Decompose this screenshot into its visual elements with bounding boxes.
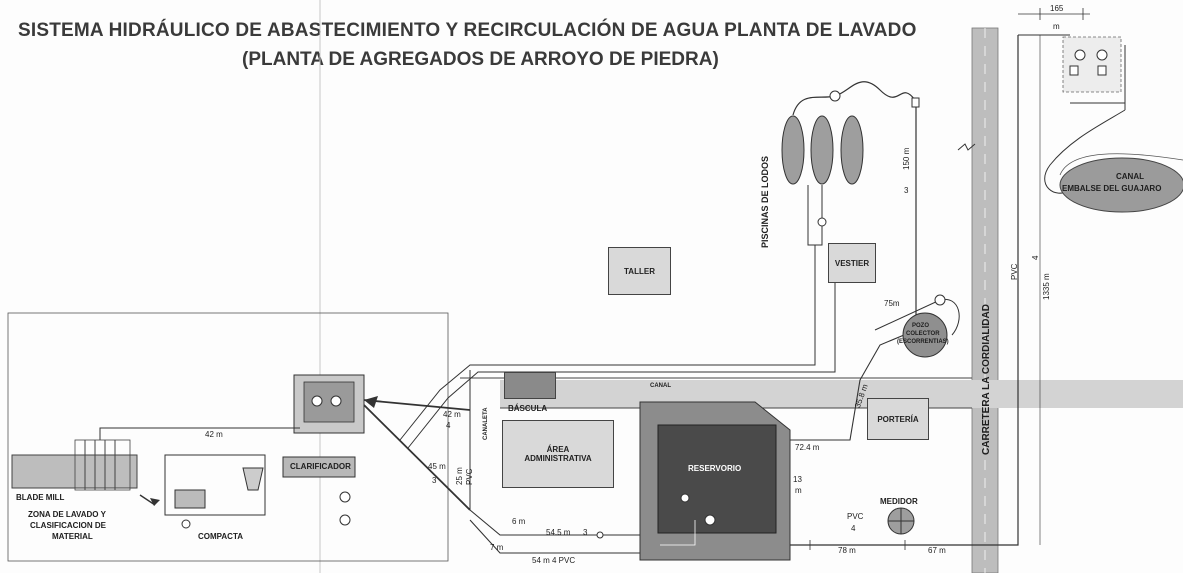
dim-45m: 45 m	[428, 462, 446, 471]
diagram-title: SISTEMA HIDRÁULICO DE ABASTECIMIENTO Y R…	[18, 20, 917, 41]
taller-building: TALLER	[608, 247, 671, 295]
dim-13-unit: m	[795, 486, 802, 495]
dim-724m: 72.4 m	[795, 443, 820, 452]
blade-mill	[11, 454, 138, 489]
pump-top-1	[1074, 49, 1086, 61]
piscina-1	[781, 115, 805, 185]
zona-label-3: MATERIAL	[52, 532, 93, 541]
porteria-building: PORTERÍA	[867, 398, 929, 440]
pump-pozo	[934, 294, 946, 306]
top-tank-pump	[311, 395, 323, 407]
pozo-colector	[902, 312, 948, 358]
arrow-to-tank-1	[363, 399, 471, 411]
dim-pvc-3: PVC	[1010, 263, 1019, 280]
pipe-piscinas-outlet	[807, 185, 823, 246]
reservorio-label: RESERVORIO	[688, 464, 742, 473]
dim-42m-right: 42 m	[443, 410, 461, 419]
piscinas-label: PISCINAS DE LODOS	[760, 155, 770, 248]
dim-165-unit: m	[1053, 22, 1060, 31]
carretera-label: CARRETERA LA CORDIALIDAD	[981, 304, 992, 455]
pozo-label-2: COLECTOR	[906, 331, 940, 337]
area-administrativa-building: ÁREA ADMINISTRATIVA	[502, 420, 614, 488]
dim-4b: 4	[851, 524, 856, 533]
zona-label-2: CLASIFICACION DE	[30, 521, 106, 530]
pipe-54m	[469, 519, 640, 554]
pipe-42m	[99, 427, 300, 440]
piscina-2	[810, 115, 834, 185]
dim-25m: 25 m	[455, 467, 464, 485]
pipe-canal-wave	[1044, 109, 1126, 194]
dim-7m: 7 m	[490, 543, 504, 552]
canal-embalse-edge	[1059, 153, 1183, 176]
canal-embalse-label-1: CANAL	[1116, 172, 1144, 181]
valve-piscinas-2	[817, 217, 827, 227]
pipe-piscinas-top	[792, 81, 916, 116]
compacta-label: COMPACTA	[198, 532, 244, 541]
clarificador-box	[282, 456, 356, 478]
canaleta-label: CANALETA	[483, 407, 489, 440]
area-admin-label-1: ÁREA	[546, 445, 570, 454]
dim-pvc-2: PVC	[847, 512, 864, 521]
pozo-label-1: POZO	[912, 323, 930, 329]
dim-54m: 54 m 4 PVC	[532, 556, 576, 565]
zona-label-1: ZONA DE LAVADO Y	[28, 510, 106, 519]
reservorio-pump-1	[680, 493, 690, 503]
vestier-building: VESTIER	[828, 243, 876, 283]
dim-pvc-1: PVC	[465, 468, 474, 485]
dim-545m: 54.5 m	[546, 528, 571, 537]
top-tank-pump-2	[330, 395, 342, 407]
diagram-subtitle: (PLANTA DE AGREGADOS DE ARROYO DE PIEDRA…	[242, 49, 719, 70]
pump-station-top	[1062, 36, 1122, 93]
pipe-75m	[760, 329, 917, 441]
bascula-label: BÁSCULA	[508, 404, 548, 413]
valve-top-2	[1097, 65, 1107, 76]
canal-embalse-shape	[1059, 157, 1183, 213]
valve-piscinas	[911, 97, 920, 108]
piscina-3	[840, 115, 864, 185]
area-admin-label-2: ADMINISTRATIVA	[524, 454, 592, 463]
pozo-label-3: (ESCORRENTIAS)	[897, 339, 949, 345]
medidor-label: MEDIDOR	[880, 497, 918, 506]
pipe-return-2	[407, 245, 836, 449]
reservorio-inner	[657, 424, 777, 534]
canal-strip	[500, 380, 1183, 408]
dim-78m: 78 m	[838, 546, 856, 555]
dim-4a: 4	[446, 421, 451, 430]
dim-165: 165	[1050, 4, 1064, 13]
dim-150m: 150 m	[902, 147, 911, 170]
valve-top-1	[1069, 65, 1079, 76]
pump-piscinas	[829, 90, 841, 102]
compacta-frame	[164, 454, 266, 516]
pump-top-2	[1096, 49, 1108, 61]
clarificador-label: CLARIFICADOR	[290, 462, 351, 471]
dim-3b: 3	[432, 476, 437, 485]
dim-1335m: 1335 m	[1042, 273, 1051, 300]
dim-67m: 67 m	[928, 546, 946, 555]
dim-13: 13	[793, 475, 802, 484]
taller-label: TALLER	[624, 266, 655, 276]
blade-mill-label: BLADE MILL	[16, 493, 65, 502]
dim-3c: 3	[583, 528, 588, 537]
zona-lavado-enclosure	[7, 312, 449, 562]
pipe-545m	[469, 509, 640, 536]
canal-embalse-label-2: EMBALSE DEL GUAJARO	[1062, 184, 1162, 193]
valve-bottom	[596, 531, 604, 539]
dim-42m-left: 42 m	[205, 430, 223, 439]
dim-75m: 75m	[884, 299, 900, 308]
dim-6m: 6 m	[512, 517, 526, 526]
reservorio-pump-2	[704, 514, 716, 526]
bascula-scale	[504, 372, 556, 399]
dim-4c: 4	[1031, 255, 1040, 260]
canal-label: CANAL	[650, 383, 671, 389]
dim-3: 3	[904, 186, 909, 195]
arrow-to-tank-2	[363, 404, 471, 511]
porteria-label: PORTERÍA	[877, 414, 919, 424]
vestier-label: VESTIER	[834, 258, 870, 268]
